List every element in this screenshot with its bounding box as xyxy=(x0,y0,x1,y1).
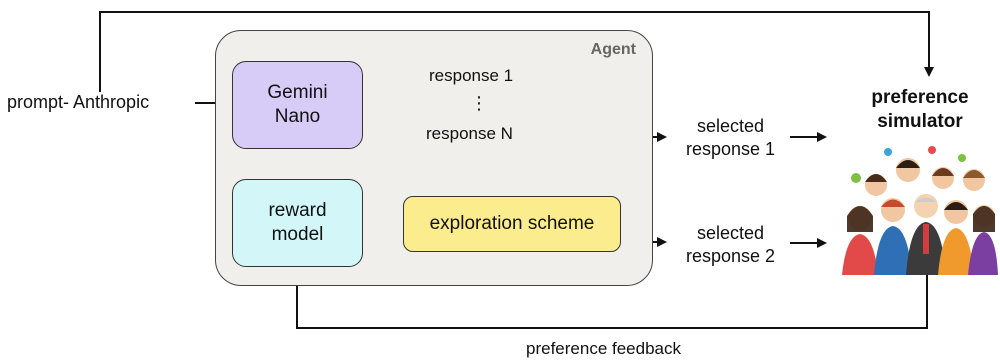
crowd-of-people-illustration xyxy=(842,146,998,275)
simulator-line2: simulator xyxy=(877,110,963,132)
response-n-label: response N xyxy=(426,124,513,143)
preference-feedback-label: preference feedback xyxy=(526,339,681,358)
ellipsis-label: ⋮ xyxy=(470,93,488,113)
agent-title: Agent xyxy=(590,41,636,58)
gemini-label-line2: Nano xyxy=(274,106,321,127)
reward-label-line2: model xyxy=(271,224,324,245)
gemini-nano-box: Gemini Nano xyxy=(232,61,363,149)
selected-response-1-label: selected response 1 xyxy=(668,115,793,160)
prompt-label: prompt- Anthropic xyxy=(7,92,150,112)
reward-label-line1: reward xyxy=(268,200,327,222)
selected-2-line2: response 2 xyxy=(685,245,776,266)
prompt-to-simulator-line xyxy=(99,11,934,92)
selected-response-2-label: selected response 2 xyxy=(668,222,793,267)
preference-simulator-title: preference simulator xyxy=(845,86,995,134)
selected-1-line2: response 1 xyxy=(685,138,776,159)
exploration-label: exploration scheme xyxy=(429,213,595,235)
simulator-line1: preference xyxy=(871,87,969,108)
feedback-loop-arrow xyxy=(292,270,928,329)
response-1-label: response 1 xyxy=(429,66,514,85)
reward-model-box: reward model xyxy=(232,179,363,267)
selected-1-line1: selected xyxy=(696,116,765,136)
selected-2-line1: selected xyxy=(696,223,765,243)
gemini-label-line1: Gemini xyxy=(267,82,328,104)
exploration-scheme-box: exploration scheme xyxy=(403,196,621,252)
